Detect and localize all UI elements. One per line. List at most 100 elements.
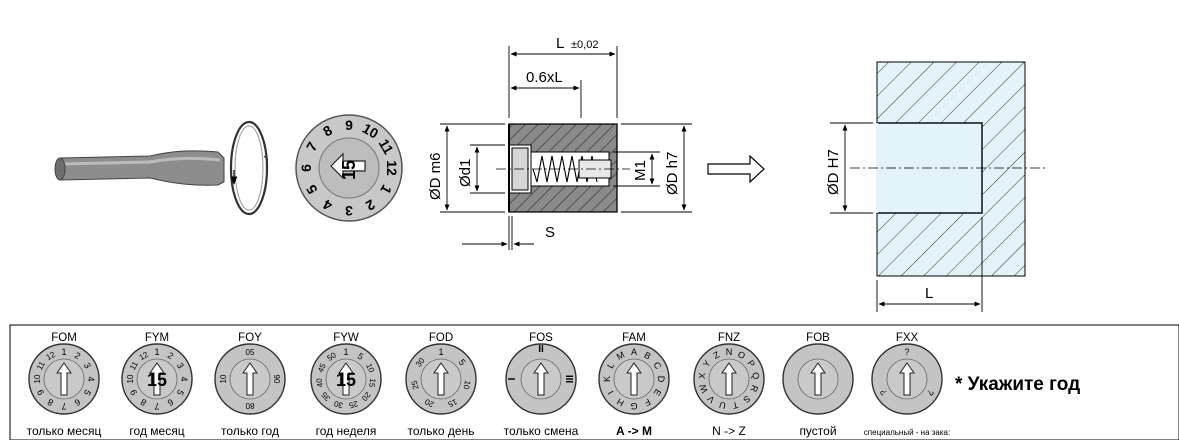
- dial-ring-label: B: [642, 350, 652, 362]
- dial-ring-label: 5: [82, 388, 93, 397]
- dial-ring-label: O: [736, 349, 747, 361]
- dial-ring-label: 9: [35, 388, 46, 397]
- dial-fxx: FXX???специальный - на зака:: [864, 332, 950, 437]
- dial-foy: FOY 05 90 80 10 только год: [214, 332, 286, 438]
- dial-ring-label: 30: [332, 399, 344, 410]
- sample-dial-year: 15: [339, 160, 359, 180]
- dial-arrow-icon: [626, 362, 642, 396]
- dial-ring-label: 15: [446, 397, 458, 409]
- dial-ring-label: 2: [166, 350, 175, 361]
- dial-ring-label: 10: [461, 380, 472, 391]
- dial-caption: специальный - на зака:: [864, 428, 950, 437]
- sample-dial-number: 11: [376, 136, 397, 157]
- dial-ring-label: M: [615, 349, 626, 361]
- shift-mark: III: [563, 375, 574, 384]
- dial-ring-label: 8: [46, 397, 55, 408]
- dial-caption: только день: [408, 424, 475, 438]
- shift-mark: I: [505, 378, 516, 381]
- dial-ring-label: 45: [316, 362, 328, 374]
- sample-dial-number: 3: [345, 203, 353, 219]
- legend-frame: [9, 324, 1179, 440]
- dial-ring-label: 6: [73, 397, 82, 408]
- dial-ring-label: 25: [347, 399, 359, 410]
- sample-dial-number: 12: [384, 160, 400, 176]
- dial-ring-label: 80: [245, 401, 254, 410]
- dial-ring-label: 05: [246, 348, 255, 357]
- dial-ring-label: 7: [61, 401, 66, 411]
- dim-s-label: S: [545, 224, 555, 241]
- sample-dial-number: 9: [345, 117, 353, 133]
- dim-length-label: L: [556, 35, 564, 52]
- dial-ring-label: 20: [423, 397, 435, 409]
- dial-ring-label: 4: [86, 376, 96, 381]
- dial-ring-label: 15: [367, 378, 377, 389]
- direction-arrow-icon: [707, 154, 765, 184]
- dial-caption: только год: [221, 424, 279, 438]
- dial-ring-label: 90: [272, 375, 281, 384]
- dial-ring-label: K: [602, 376, 612, 382]
- dial-ring-label: Q: [750, 372, 761, 380]
- dial-caption: год неделя: [316, 424, 377, 438]
- dim-d1-label: Ød1: [457, 159, 474, 187]
- sample-dial-number: 10: [360, 120, 382, 142]
- dial-ring-label: A: [631, 347, 637, 357]
- dim-length-tolerance: ±0,02: [571, 39, 598, 51]
- dim-dh7-label: ØD h7: [664, 152, 681, 195]
- dial-arrow-icon: [899, 362, 915, 396]
- dial-ring-label: 10: [219, 374, 228, 383]
- dial-ring-label: R: [748, 384, 760, 394]
- dial-ring-label: V: [706, 393, 717, 404]
- dial-ring-label: Y: [701, 358, 713, 369]
- dial-caption: только месяц: [27, 424, 102, 438]
- dial-caption: только смена: [504, 424, 579, 438]
- dial-ring-label: G: [630, 401, 637, 411]
- sample-dial-number: 6: [298, 164, 314, 172]
- dial-ring-label: 1: [438, 347, 443, 357]
- dial-code: FAM: [622, 332, 646, 344]
- dial-ring-label: 25: [410, 379, 421, 390]
- dim-dH7-label: ØD H7: [825, 149, 842, 195]
- dial-ring-label: E: [652, 387, 664, 397]
- dial-caption: A -> M: [616, 424, 652, 438]
- dial-ring-label: 1: [343, 347, 348, 357]
- dial-ring-label: P: [745, 358, 757, 369]
- dial-caption: год месяц: [129, 424, 184, 438]
- dial-ring-label: 5: [175, 388, 186, 397]
- dim-hole-length-label: L: [925, 285, 933, 302]
- dial-arrow-icon: [56, 362, 72, 396]
- dial-ring-label: 1: [61, 347, 66, 357]
- dial-ring-label: 6: [166, 397, 175, 408]
- dial-ring-label: 8: [139, 397, 148, 408]
- dial-arrow-icon: [721, 362, 737, 396]
- dial-code: FOY: [238, 332, 262, 344]
- dial-ring-label: ?: [904, 347, 909, 357]
- dial-ring-label: 4: [179, 376, 189, 381]
- dim-m1-label: M1: [632, 160, 649, 181]
- dial-arrow-icon: [533, 362, 549, 396]
- dial-code: FOM: [51, 332, 77, 344]
- dial-caption: пустой: [799, 424, 836, 438]
- dial-ring-label: 9: [128, 388, 139, 397]
- dial-code: FXX: [896, 332, 919, 344]
- dial-year: 15: [336, 370, 356, 390]
- dial-ring-label: U: [718, 400, 727, 411]
- dial-arrow-icon: [242, 362, 258, 396]
- dial-ring-label: W: [697, 382, 710, 394]
- dial-ring-label: T: [731, 400, 739, 411]
- dial-ring-label: ?: [878, 388, 889, 397]
- year-note: * Укажите год: [955, 374, 1080, 395]
- mounting-hole-section: [830, 61, 1048, 312]
- dial-code: FYM: [145, 332, 169, 344]
- shift-mark: II: [538, 344, 544, 355]
- dial-code: FNZ: [718, 332, 740, 344]
- dial-ring-label: C: [651, 360, 663, 371]
